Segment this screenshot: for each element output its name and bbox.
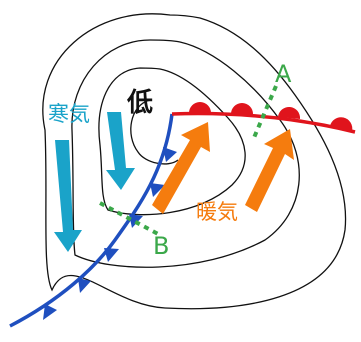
isobar-inner [130,99,179,165]
low-pressure-label: 低 [126,88,153,118]
section-line-b [99,201,161,237]
cold-air-arrow-left [54,140,82,252]
cold-air-arrows [54,112,135,252]
warm-air-arrow-right [245,129,294,212]
warm-front-bump [278,106,301,119]
section-lines [99,85,278,237]
cold-front-triangle [78,278,91,293]
cold-air-arrow-right [106,112,135,190]
isobar-2 [71,39,300,268]
isobar-outer [42,13,347,310]
section-line-a [251,85,278,141]
warm-front-bump [231,103,253,114]
cold-air-label: 寒気 [48,102,90,126]
point-b-label: B [153,232,169,260]
warm-front-bump [189,102,211,113]
warm-front-line [171,111,356,134]
isobars [42,13,347,310]
cold-front-triangle [43,304,57,320]
warm-air-arrows [152,122,294,214]
point-a-label: A [275,60,292,88]
warm-front [171,102,356,134]
cold-front-line [9,113,174,328]
warm-front-bump [330,117,353,131]
cold-front-triangle [104,248,119,262]
cold-front-triangle [150,183,165,197]
warm-air-arrow-left [152,122,210,214]
cold-front-triangle [163,147,177,162]
cold-front [9,113,177,328]
warm-air-label: 暖気 [196,200,238,224]
isobar-3 [98,67,246,216]
